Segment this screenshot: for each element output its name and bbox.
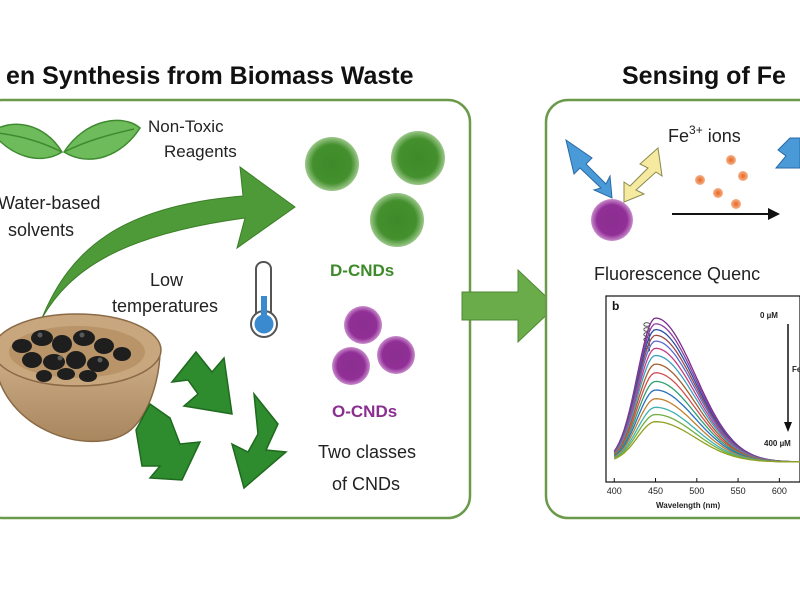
synthesis-arrow-icon	[41, 165, 296, 319]
concentration-arrow-icon	[784, 324, 792, 432]
d-cnds-particles	[305, 131, 445, 247]
lightning-blue-right-icon	[774, 137, 800, 169]
x-tick-group: 400 450 500 550 600	[607, 478, 787, 496]
chart-panel-label: b	[612, 299, 619, 313]
x-tick-label-2: 450	[648, 486, 663, 496]
biomass-bowl-icon	[0, 313, 162, 443]
recycle-icon	[135, 350, 288, 490]
o-cnds-label: O-CNDs	[332, 402, 397, 421]
top-concentration-label: 0 µM	[760, 311, 778, 320]
concentration-arrow-label: Fe	[792, 365, 800, 374]
right-panel-title: Sensing of Fe	[622, 62, 786, 90]
lightning-blue-icon	[565, 138, 613, 199]
fe-ions-sup: 3+	[689, 123, 703, 137]
cnd-particle-icon	[591, 199, 633, 241]
fe-ions-label: Fe3+ ions	[668, 123, 741, 146]
x-tick-label-5: 600	[772, 486, 787, 496]
fe-ions-suffix: ions	[703, 126, 741, 146]
series-group	[613, 317, 800, 463]
d-cnds-label: D-CNDs	[330, 261, 394, 280]
temp-label-line1: Low	[150, 270, 184, 290]
classes-label-line1: Two classes	[318, 442, 416, 462]
solvents-label-line1: Water-based	[0, 193, 100, 213]
quenching-label: Fluorescence Quenc	[594, 264, 760, 284]
leaves-icon	[0, 119, 141, 160]
temp-label-line2: temperatures	[112, 296, 218, 316]
process-arrow-icon	[461, 268, 557, 344]
series-line-15	[614, 421, 800, 463]
fe-ions-prefix: Fe	[668, 126, 689, 146]
x-tick-label-4: 550	[731, 486, 746, 496]
solvents-label-line2: solvents	[8, 220, 74, 240]
fe-ion-particles	[695, 155, 748, 209]
o-cnds-particles	[332, 306, 415, 385]
classes-label-line2: of CNDs	[332, 474, 400, 494]
x-tick-label-1: 400	[607, 486, 622, 496]
bottom-concentration-label: 400 µM	[764, 439, 791, 448]
lightning-yellow-icon	[623, 147, 663, 203]
x-axis-label: Wavelength (nm)	[656, 501, 720, 510]
reagents-label-line2: Reagents	[164, 142, 237, 161]
thermometer-icon	[250, 261, 278, 338]
x-tick-label-3: 500	[689, 486, 704, 496]
left-panel-title: en Synthesis from Biomass Waste	[6, 62, 414, 90]
reagents-label-line1: Non-Toxic	[148, 117, 224, 136]
reaction-arrow-icon	[672, 208, 780, 220]
